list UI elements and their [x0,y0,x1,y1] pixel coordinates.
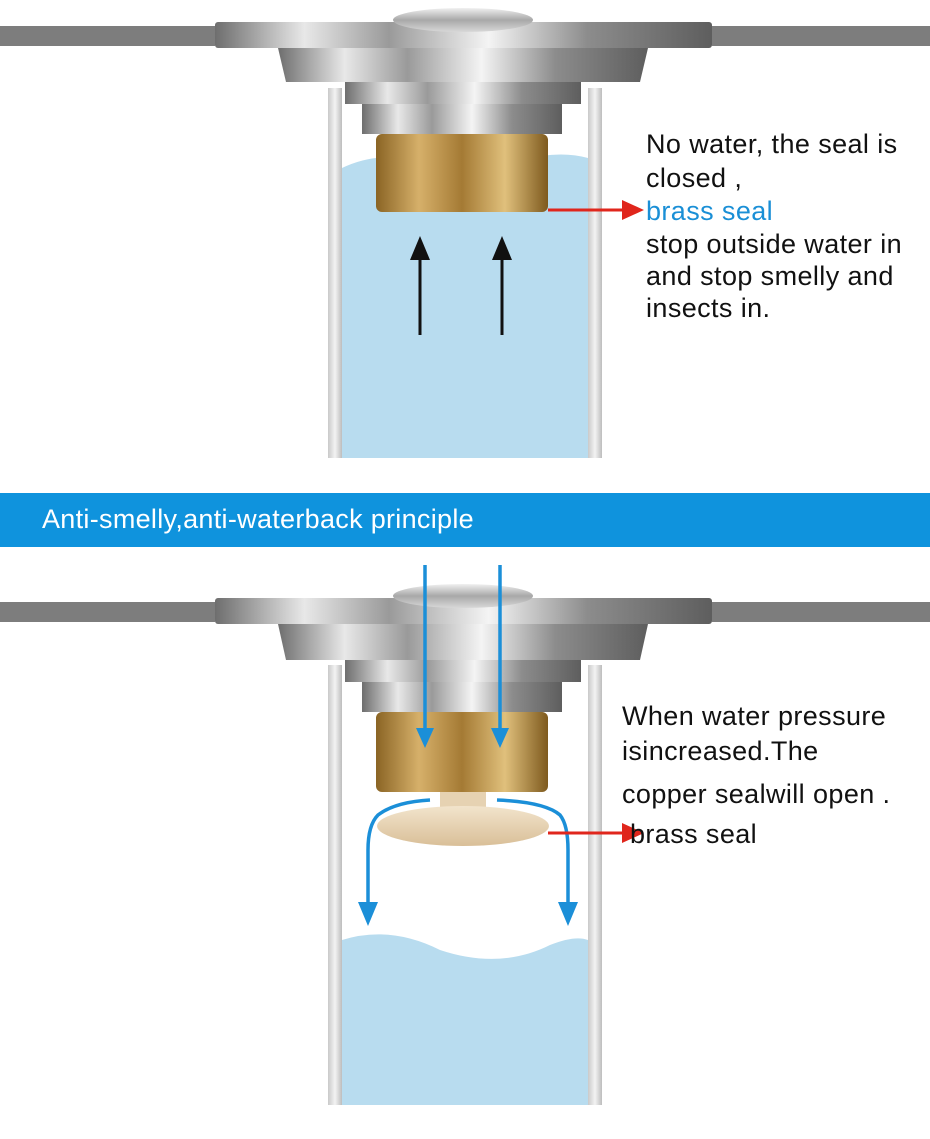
top-brass-seal-label: brass seal [646,196,774,226]
flow-arrow-heads [358,728,578,926]
collar-ring-1 [278,48,648,82]
banner-title: Anti-smelly,anti-waterback principle [42,504,474,534]
bottom-caption-line-2: isincreased.The [622,736,819,766]
collar-ring-2 [345,82,581,104]
grate-cap [393,8,533,32]
grate-cap [393,584,533,608]
bottom-brass-seal-label: brass seal [630,819,758,849]
top-caption-line-5: insects in. [646,293,771,323]
flow-arrows-down [366,565,570,905]
pipe-wall-left [328,88,342,458]
top-caption-line-4: and stop smelly and [646,261,894,291]
grate-plate [215,598,712,624]
collar-ring-3 [362,682,562,712]
water-fill [342,934,588,1105]
floor-slab-left [0,602,215,622]
top-caption-line-3: stop outside water in [646,229,903,259]
water-fill [342,154,588,458]
collar-ring-2 [345,660,581,682]
brass-body [376,712,548,792]
pipe-wall-right [588,665,602,1105]
bottom-caption-line-3: copper sealwill open . [622,779,891,809]
collar-ring-3 [362,104,562,134]
pressure-arrows-up [410,236,512,335]
seal-pointer-arrow [548,823,644,843]
grate-plate [215,22,712,48]
pipe-wall-left [328,665,342,1105]
pipe-wall-right [588,88,602,458]
seal-pointer-arrow [548,200,644,220]
brass-body [376,134,548,212]
collar-ring-1 [278,624,648,660]
bottom-caption-line-1: When water pressure [622,701,887,731]
floor-slab-right [712,26,930,46]
top-caption-line-2: closed , [646,163,743,193]
top-panel [0,8,930,458]
floor-slab-right [712,602,930,622]
top-caption-line-1: No water, the seal is [646,129,898,159]
seal-disk [377,806,549,846]
principle-banner: Anti-smelly,anti-waterback principle [0,493,930,547]
floor-slab-left [0,26,215,46]
bottom-panel [0,565,930,1105]
